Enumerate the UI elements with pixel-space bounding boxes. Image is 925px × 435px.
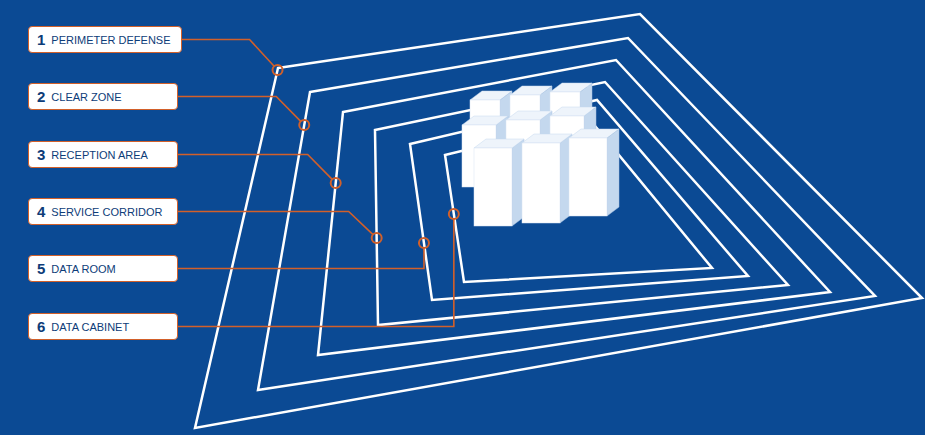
cabinet-top	[522, 134, 572, 143]
cabinet-top	[470, 91, 512, 100]
cabinet-top	[510, 86, 552, 95]
zone-name: DATA ROOM	[51, 263, 115, 275]
zone-name: SERVICE CORRIDOR	[51, 206, 162, 218]
callout-number: 6	[37, 318, 45, 335]
cabinet-top	[569, 129, 619, 138]
zone-ring	[318, 60, 830, 355]
cabinet-top	[506, 111, 552, 120]
zone-ring	[375, 82, 788, 325]
leader-dot	[449, 209, 459, 219]
cabinet-side	[607, 129, 619, 216]
zone-ring	[195, 14, 922, 428]
leader-line	[182, 40, 274, 67]
leader-line	[178, 155, 332, 180]
cabinet-front	[569, 138, 607, 216]
leader-line	[178, 212, 373, 235]
callout-number: 3	[37, 146, 45, 163]
zone-rings	[195, 14, 922, 428]
leader-dot	[419, 238, 429, 248]
zone-name: RECEPTION AREA	[51, 149, 148, 161]
label-box: 6 DATA CABINET	[28, 313, 178, 340]
leader-dot	[299, 120, 309, 130]
label-box: 3 RECEPTION AREA	[28, 141, 178, 168]
zone-ring	[445, 120, 712, 282]
label-box: 1 PERIMETER DEFENSE	[28, 26, 182, 53]
leader-line	[178, 219, 454, 327]
leader-dot	[273, 65, 283, 75]
cabinet-front	[474, 148, 512, 226]
cabinet-top	[474, 139, 524, 148]
leader-dot	[331, 178, 341, 188]
zone-name: CLEAR ZONE	[51, 91, 121, 103]
label-box: 2 CLEAR ZONE	[28, 83, 178, 110]
cabinet-top	[550, 83, 592, 92]
leader-line	[178, 97, 301, 122]
callout-number: 2	[37, 88, 45, 105]
zone-name: PERIMETER DEFENSE	[51, 34, 170, 46]
leader-lines	[178, 40, 459, 327]
cabinet	[522, 134, 572, 223]
leader-dot	[372, 233, 382, 243]
cabinet-front	[522, 143, 560, 223]
label-box: 4 SERVICE CORRIDOR	[28, 198, 178, 225]
leader-line	[178, 248, 424, 269]
cabinet-top	[462, 116, 508, 125]
label-box: 5 DATA ROOM	[28, 255, 178, 282]
cabinets	[462, 83, 619, 226]
cabinet	[474, 139, 524, 226]
callout-number: 4	[37, 203, 45, 220]
callout-number: 5	[37, 260, 45, 277]
cabinet	[569, 129, 619, 216]
zone-name: DATA CABINET	[51, 321, 129, 333]
callout-number: 1	[37, 31, 45, 48]
zone-ring	[410, 100, 748, 300]
cabinet-top	[550, 107, 596, 116]
